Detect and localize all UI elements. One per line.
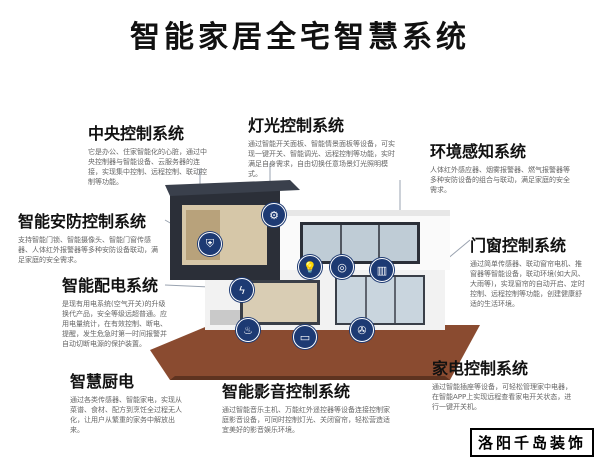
section-title: 智能影音控制系统 <box>222 382 351 401</box>
shield-icon: ⛨ <box>198 232 222 256</box>
sensor-icon: ◎ <box>330 255 354 279</box>
section-lighting-control: 灯光控制系统 通过智能开关面板、智能情景面板等设备，可实现一键开关、智能调光、远… <box>248 112 398 179</box>
section-environment-sensing: 环境感知系统 人体红外感应器、烟雾报警器、燃气报警器等多种安防设备的组合与联动，… <box>430 138 570 195</box>
section-appliance-control: 家电控制系统 通过智能插座等设备，可轻松管理家中电器，在智能APP上实现远程查看… <box>432 355 572 412</box>
section-desc: 支持智能门锁、智能摄像头、智能门窗传感器、人体红外报警器等多种安防设备联动，满足… <box>18 236 158 264</box>
lightbulb-icon: 💡 <box>298 255 322 279</box>
section-window-control: 门窗控制系统 通过简单传感器、联动窗帘电机、推窗器等智能设备，联动环境(如大风、… <box>470 232 585 309</box>
section-title: 门窗控制系统 <box>470 236 567 255</box>
section-desc: 人体红外感应器、烟雾报警器、燃气报警器等多种安防设备的组合与联动，满足家庭的安全… <box>430 166 570 194</box>
section-desc: 通过智能音乐主机、万能红外遥控器等设备连接控制家庭影音设备，可同时控制灯光、关闭… <box>222 406 390 434</box>
section-security-control: 智能安防控制系统 支持智能门锁、智能摄像头、智能门窗传感器、人体红外报警器等多种… <box>18 208 158 265</box>
brand-stamp: 洛阳千岛装饰 <box>469 428 594 457</box>
section-central-control: 中央控制系统 它是办公、住家智能化的心脏，通过中央控制器与智能设备、云服务器的连… <box>88 120 208 187</box>
section-desc: 通过简单传感器、联动窗帘电机、推窗器等智能设备，联动环境(如大风、大雨等)，实现… <box>470 260 585 308</box>
pot-icon: ♨ <box>236 318 260 342</box>
section-smart-kitchen: 智慧厨电 通过各类传感器、智能家电，实现从菜谱、食材、配方到烹饪全过程无人化，让… <box>70 368 185 435</box>
section-desc: 是现有用电系统(空气开关)的升级换代产品，安全等级远超普通。应用电量统计，在有效… <box>62 300 167 348</box>
section-title: 智能配电系统 <box>62 276 159 295</box>
gear-icon: ⚙ <box>262 203 286 227</box>
section-title: 智能安防控制系统 <box>18 212 147 231</box>
lightning-icon: ϟ <box>230 278 254 302</box>
curtain-icon: ▥ <box>370 258 394 282</box>
tv-icon: ▭ <box>293 325 317 349</box>
section-desc: 通过智能开关面板、智能情景面板等设备，可实现一键开关、智能调光、远程控制等功能，… <box>248 140 395 178</box>
section-title: 智慧厨电 <box>70 372 135 391</box>
page-title: 智能家居全宅智慧系统 <box>130 20 470 55</box>
section-desc: 通过各类传感器、智能家电，实现从菜谱、食材、配方到烹饪全过程无人化，让用户从繁重… <box>70 396 182 434</box>
appliance-icon: ✇ <box>350 318 374 342</box>
section-power-distribution: 智能配电系统 是现有用电系统(空气开关)的升级换代产品，安全等级远超普通。应用电… <box>62 272 172 349</box>
section-title: 灯光控制系统 <box>248 116 345 135</box>
section-title: 中央控制系统 <box>88 124 185 143</box>
section-av-control: 智能影音控制系统 通过智能音乐主机、万能红外遥控器等设备连接控制家庭影音设备，可… <box>222 378 392 435</box>
section-desc: 通过智能插座等设备，可轻松管理家中电器，在智能APP上实现远程查看家电开关状态，… <box>432 383 572 411</box>
section-title: 环境感知系统 <box>430 142 527 161</box>
section-desc: 它是办公、住家智能化的心脏，通过中央控制器与智能设备、云服务器的连接，实现集中控… <box>88 148 207 186</box>
section-title: 家电控制系统 <box>432 359 529 378</box>
